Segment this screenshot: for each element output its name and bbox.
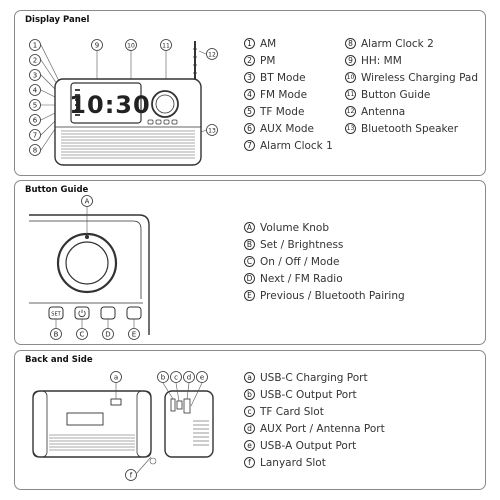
volume-knob-icon [56,232,118,294]
svg-text:C: C [80,331,85,339]
callout-12: 12 [206,48,218,60]
svg-text:4: 4 [33,87,38,95]
previous-button [126,306,142,320]
callout-9: 9 [91,39,103,51]
svg-text:e: e [200,374,204,382]
display-panel-section: Display Panel 1 2 3 4 5 6 7 [14,10,486,176]
clock-time-readout: 10:30 [69,91,150,119]
callout-7: 7 [29,129,41,141]
svg-text:B: B [54,331,59,339]
svg-text:f: f [130,472,133,480]
back-side-illustration: a b c d e f [32,371,214,481]
back-side-title: Back and Side [25,355,93,365]
svg-text:11: 11 [162,43,170,50]
svg-text:2: 2 [33,57,37,65]
svg-text:6: 6 [33,117,38,125]
callout-10: 10 [125,39,137,51]
callout-13: 13 [206,124,218,136]
svg-text:10: 10 [127,43,135,50]
svg-text:SET: SET [51,312,61,318]
svg-text:9: 9 [95,42,99,50]
antenna-icon [193,41,197,85]
button-guide-illustration: A SET B C D E [29,195,150,340]
svg-text:A: A [85,198,90,206]
callout-6: 6 [29,114,41,126]
power-button [74,306,90,320]
callout-5: 5 [29,99,41,111]
back-side-section: Back and Side a [14,350,486,490]
display-panel-title: Display Panel [25,15,90,25]
svg-text:E: E [132,331,136,339]
button-guide-section: Button Guide A SET [14,180,486,345]
svg-text:b: b [161,374,166,382]
svg-text:a: a [114,374,118,382]
svg-text:c: c [174,374,178,382]
usb-port-icon [110,398,122,406]
callout-2: 2 [29,54,41,66]
svg-text:8: 8 [33,147,37,155]
svg-text:3: 3 [33,72,37,80]
next-button [100,306,116,320]
radio-front-illustration: 1 2 3 4 5 6 7 8 9 [29,39,218,166]
svg-text:7: 7 [33,132,37,140]
svg-text:13: 13 [208,128,216,135]
svg-text:5: 5 [33,102,37,110]
callout-1: 1 [29,39,41,51]
svg-text:1: 1 [33,42,37,50]
callout-11: 11 [160,39,172,51]
svg-text:D: D [105,331,110,339]
callout-3: 3 [29,69,41,81]
svg-text:12: 12 [208,52,216,59]
set-button: SET [48,306,64,320]
callout-4: 4 [29,84,41,96]
callout-8: 8 [29,144,41,156]
speaker-grille-icon [61,130,195,159]
svg-text:d: d [187,374,191,382]
button-guide-title: Button Guide [25,185,89,195]
